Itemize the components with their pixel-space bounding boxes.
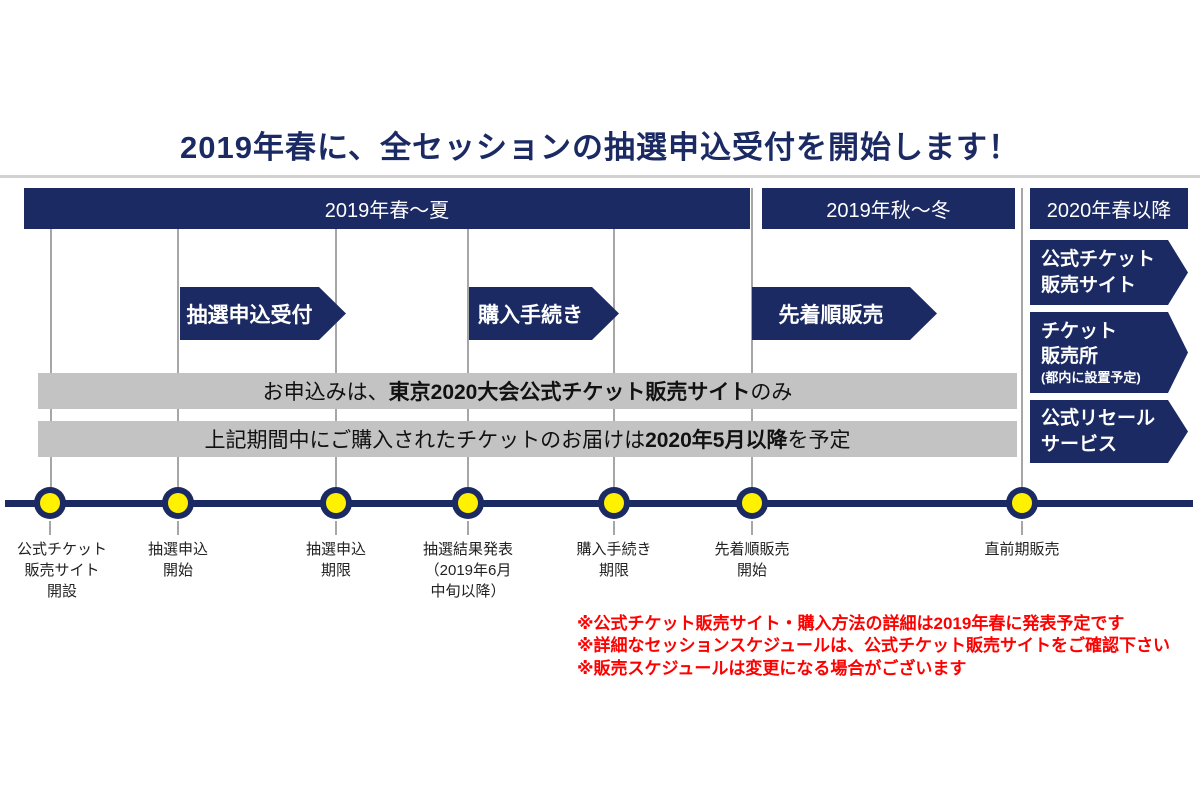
- footnote-line: ※詳細なセッションスケジュールは、公式チケット販売サイトをご確認下さい: [577, 636, 1170, 656]
- gridline-7: [1021, 188, 1023, 501]
- notice-text: 上記期間中にご購入されたチケットのお届けは: [204, 429, 646, 452]
- notice-text-bold: 東京2020大会公式チケット販売サイト: [388, 381, 751, 404]
- milestone-line: 抽選結果発表: [422, 541, 514, 558]
- timeline-dot-1: [34, 487, 66, 519]
- gridline-3: [335, 229, 337, 501]
- channel-official-ticket-site: 公式チケット 販売サイト: [1030, 240, 1188, 305]
- milestone-line: 抽選申込: [147, 541, 209, 558]
- timeline-dot-7: [1006, 487, 1038, 519]
- dot-core: [326, 493, 346, 513]
- timeline-dot-5: [598, 487, 630, 519]
- period-label: 2019年秋〜冬: [826, 200, 951, 222]
- milestone-line: 購入手続き: [576, 541, 652, 558]
- milestone-line: （2019年6月: [424, 562, 512, 579]
- phase-arrow-purchase-procedure: 購入手続き: [469, 287, 619, 340]
- milestone-line: 公式チケット: [16, 541, 108, 558]
- channel-line: 公式チケット: [1041, 249, 1156, 271]
- timeline-dot-6: [736, 487, 768, 519]
- gridline-6: [751, 188, 753, 501]
- milestone-lottery-results: 抽選結果発表 （2019年6月 中旬以降）: [423, 539, 513, 602]
- gridline-4: [467, 229, 469, 501]
- timeline-dot-4: [452, 487, 484, 519]
- period-bar-2019-autumn-winter: 2019年秋〜冬: [762, 188, 1015, 229]
- milestone-last-minute-sales: 直前期販売: [984, 539, 1059, 560]
- notice-text-bold: 2020年5月以降: [645, 429, 788, 452]
- phase-arrow-first-come-sales: 先着順販売: [752, 287, 937, 340]
- label-tick-1: [49, 521, 51, 535]
- phase-label: 購入手続き: [478, 303, 583, 327]
- channel-ticket-offices: チケット 販売所 (都内に設置予定): [1030, 312, 1188, 393]
- label-tick-5: [613, 521, 615, 535]
- milestone-first-come-start: 先着順販売 開始: [714, 539, 789, 581]
- milestone-lottery-deadline: 抽選申込 期限: [306, 539, 366, 581]
- label-tick-2: [177, 521, 179, 535]
- phase-label: 先着順販売: [778, 303, 884, 327]
- channel-note: (都内に設置予定): [1041, 370, 1141, 385]
- milestone-line: 期限: [320, 562, 352, 579]
- timeline-dot-3: [320, 487, 352, 519]
- notice-text: のみ: [750, 381, 793, 404]
- footnote-line: ※販売スケジュールは変更になる場合がございます: [577, 658, 967, 678]
- milestone-line: 中旬以降）: [430, 583, 506, 600]
- dot-core: [1012, 493, 1032, 513]
- channel-line: サービス: [1041, 433, 1118, 455]
- page-title: 2019年春に、全セッションの抽選申込受付を開始します！: [179, 130, 1021, 165]
- channel-official-resale-service: 公式リセール サービス: [1030, 400, 1188, 463]
- dot-core: [168, 493, 188, 513]
- label-tick-3: [335, 521, 337, 535]
- gridline-1: [50, 229, 52, 501]
- milestone-line: 販売サイト: [24, 562, 100, 579]
- dot-core: [40, 493, 60, 513]
- phase-arrow-lottery-application: 抽選申込受付: [180, 287, 346, 340]
- phase-label: 抽選申込受付: [186, 303, 313, 327]
- period-bar-2019-spring-summer: 2019年春〜夏: [24, 188, 750, 229]
- top-divider: [0, 175, 1200, 178]
- milestone-lottery-start: 抽選申込 開始: [148, 539, 208, 581]
- footnotes: ※公式チケット販売サイト・購入方法の詳細は2019年春に発表予定です ※詳細なセ…: [577, 613, 1170, 680]
- notice-text: お申込みは、: [262, 381, 389, 404]
- channel-line: 公式リセール: [1041, 408, 1156, 430]
- milestone-line: 先着順販売: [714, 541, 790, 558]
- milestone-line: 開設: [46, 583, 78, 600]
- label-tick-7: [1021, 521, 1023, 535]
- label-tick-6: [751, 521, 753, 535]
- milestone-line: 抽選申込: [305, 541, 367, 558]
- timeline-dot-2: [162, 487, 194, 519]
- gridline-5: [613, 229, 615, 501]
- milestone-official-site-open: 公式チケット 販売サイト 開設: [17, 539, 107, 602]
- notice-text: を予定: [787, 429, 851, 452]
- label-tick-4: [467, 521, 469, 535]
- channel-line: チケット: [1041, 320, 1118, 342]
- milestone-line: 開始: [736, 562, 768, 579]
- period-label: 2020年春以降: [1046, 200, 1172, 222]
- period-label: 2019年春〜夏: [324, 200, 450, 222]
- milestone-line: 直前期販売: [984, 541, 1060, 558]
- period-bar-2020-spring-onward: 2020年春以降: [1030, 188, 1188, 229]
- dot-core: [742, 493, 762, 513]
- gridline-2: [177, 229, 179, 501]
- milestone-line: 期限: [598, 562, 630, 579]
- milestone-line: 開始: [162, 562, 194, 579]
- channel-line: 販売所: [1041, 345, 1099, 367]
- dot-core: [458, 493, 478, 513]
- footnote-line: ※公式チケット販売サイト・購入方法の詳細は2019年春に発表予定です: [577, 614, 1125, 633]
- dot-core: [604, 493, 624, 513]
- milestone-purchase-deadline: 購入手続き 期限: [576, 539, 651, 581]
- notice-official-site-only: お申込みは、東京2020大会公式チケット販売サイトのみ: [38, 373, 1017, 409]
- channel-line: 販売サイト: [1041, 274, 1137, 296]
